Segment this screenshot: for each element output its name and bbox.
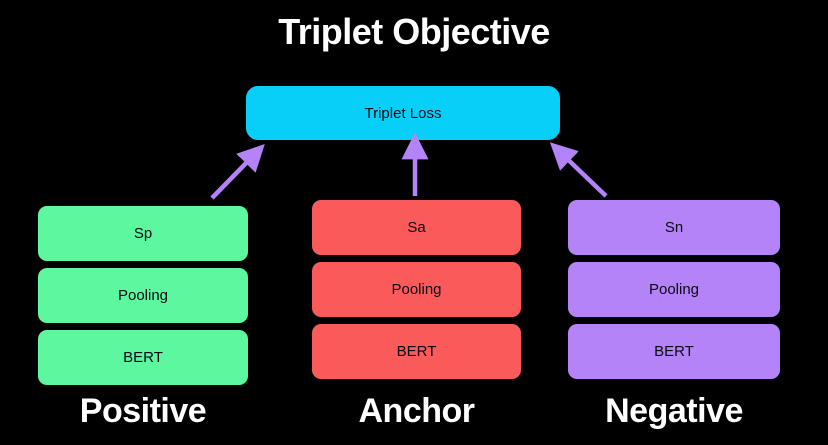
triplet-loss-node: Triplet Loss	[246, 86, 560, 140]
cell-positive-pooling: Pooling	[38, 268, 248, 323]
cell-negative-embedding: Sn	[568, 200, 780, 255]
column-anchor: Sa Pooling BERT	[312, 200, 521, 381]
cell-negative-pooling: Pooling	[568, 262, 780, 317]
cell-label: Pooling	[117, 287, 169, 304]
footer-label-anchor: Anchor	[358, 392, 476, 430]
cell-anchor-pooling: Pooling	[312, 262, 521, 317]
footer-label-negative: Negative	[605, 392, 743, 430]
cell-label: Pooling	[648, 281, 700, 298]
cell-label: Pooling	[391, 281, 442, 298]
page-title: Triplet Objective	[278, 11, 550, 52]
arrow-positive-to-loss	[210, 143, 265, 200]
cell-positive-embedding: Sp	[38, 206, 248, 261]
footer-label-positive: Positive	[79, 392, 207, 430]
cell-negative-bert: BERT	[568, 324, 780, 379]
cell-label: Sp	[133, 225, 153, 242]
cell-anchor-embedding: Sa	[312, 200, 521, 255]
column-positive: Sp Pooling BERT	[38, 206, 248, 387]
triplet-loss-label: Triplet Loss	[364, 104, 442, 122]
cell-label: Sn	[664, 219, 684, 236]
column-negative: Sn Pooling BERT	[568, 200, 780, 381]
cell-label: BERT	[654, 343, 694, 360]
cell-anchor-bert: BERT	[312, 324, 521, 379]
cell-positive-bert: BERT	[38, 330, 248, 385]
cell-label: Sa	[407, 219, 426, 236]
cell-label: BERT	[123, 349, 163, 366]
arrow-negative-to-loss	[549, 142, 608, 198]
cell-label: BERT	[396, 343, 437, 360]
